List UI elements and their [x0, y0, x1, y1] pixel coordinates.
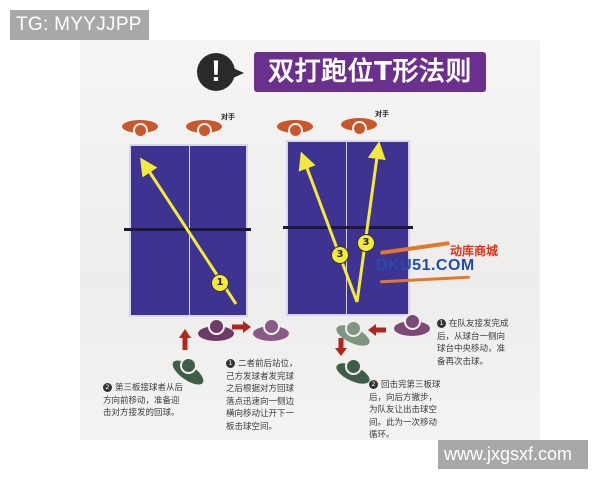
player-green-right-back	[333, 358, 373, 388]
watermark-top: TG: MYYJJPP	[10, 10, 149, 40]
page-title: 双打跑位T形法则	[254, 52, 486, 92]
opponent-label: 对手	[375, 110, 389, 118]
player-receiver-left	[168, 356, 208, 389]
player-server-left-moved	[253, 318, 289, 344]
player-purple-right	[394, 313, 430, 339]
opponent-right-1	[277, 117, 313, 139]
exclamation-icon: !	[197, 53, 244, 91]
path-marker-3b: 3	[357, 234, 375, 252]
net-right	[283, 226, 413, 229]
player-server-left	[198, 318, 234, 344]
opponent-left-1	[122, 117, 158, 139]
opponent-label: 对手	[221, 113, 235, 121]
player-green-right-front	[333, 320, 373, 350]
path-marker-1: 1	[211, 274, 229, 292]
opponent-right-2	[341, 115, 377, 137]
site-logo: 动库商城 DKU51.COM	[374, 238, 504, 288]
watermark-bottom: www.jxgsxf.com	[438, 440, 588, 469]
path-marker-3a: 3	[331, 246, 349, 264]
opponent-left-2	[186, 117, 222, 139]
